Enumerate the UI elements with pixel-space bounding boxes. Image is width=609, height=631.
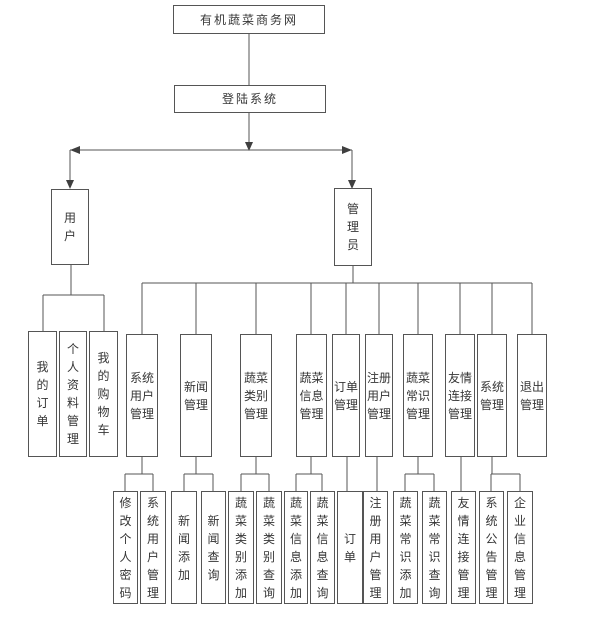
connector-news-leaves — [183, 457, 214, 491]
node-veg-info-query: 蔬菜信息查询 — [310, 491, 335, 604]
node-site-title: 有机蔬菜商务网 — [173, 5, 325, 34]
node-friend-links-mgmt: 友情连接管理 — [445, 334, 475, 457]
order-mgmt-label: 订单管理 — [333, 379, 358, 412]
veg-info-query-label: 蔬菜信息查询 — [316, 495, 329, 600]
node-veg-info-add: 蔬菜信息添加 — [284, 491, 308, 604]
connector-admin-drops — [141, 283, 533, 335]
system-announcement-mgmt-label: 系统公告管理 — [485, 495, 498, 600]
node-veg-info-mgmt: 蔬菜信息管理 — [296, 334, 327, 457]
registered-user-mgmt-label: 注册用户管理 — [366, 370, 391, 421]
change-password-label: 修改个人密码 — [119, 495, 132, 600]
arrowhead-down-admin-icon — [348, 180, 356, 189]
node-news-query: 新闻查询 — [201, 491, 226, 604]
arrowhead-right-icon — [342, 146, 352, 154]
node-registered-user-mgmt-leaf: 注册用户管理 — [363, 491, 388, 604]
admin-role-label: 管理员 — [346, 202, 359, 252]
node-veg-category-mgmt: 蔬菜类别管理 — [240, 334, 272, 457]
system-user-mgmt-leaf-label: 系统用户管理 — [146, 495, 159, 600]
news-mgmt-label: 新闻管理 — [183, 379, 208, 412]
node-profile-management: 个人资料管理 — [59, 331, 87, 457]
user-role-label: 用户 — [63, 211, 76, 243]
node-system-announcement-mgmt: 系统公告管理 — [479, 491, 504, 604]
my-cart-label: 我的购物车 — [97, 351, 110, 437]
system-user-mgmt-label: 系统用户管理 — [129, 370, 154, 421]
veg-category-query-label: 蔬菜类别查询 — [262, 495, 275, 600]
node-logout-mgmt: 退出管理 — [517, 334, 547, 457]
node-admin-role: 管理员 — [334, 188, 372, 266]
node-my-cart: 我的购物车 — [89, 331, 118, 457]
node-system-user-mgmt-leaf: 系统用户管理 — [140, 491, 166, 604]
node-news-add: 新闻添加 — [171, 491, 197, 604]
connector-vegknow-leaves — [404, 457, 435, 491]
node-system-user-mgmt: 系统用户管理 — [126, 334, 158, 457]
veg-knowledge-add-label: 蔬菜常识 添加 — [399, 495, 412, 600]
node-my-orders: 我的订单 — [28, 331, 57, 457]
node-veg-category-add: 蔬菜类别添加 — [228, 491, 254, 604]
veg-knowledge-mgmt-label: 蔬菜常识管理 — [405, 370, 430, 421]
connector-sysuser-leaves — [124, 457, 154, 491]
node-company-info-mgmt: 企业信息管理 — [507, 491, 533, 604]
arrowhead-left-icon — [70, 146, 80, 154]
arrowhead-down-center-icon — [245, 142, 253, 151]
node-registered-user-mgmt: 注册用户管理 — [365, 334, 393, 457]
connector-veginfo-leaves — [295, 457, 323, 491]
news-query-label: 新闻查询 — [207, 513, 220, 582]
node-change-password: 修改个人密码 — [113, 491, 138, 604]
my-orders-label: 我的订单 — [36, 360, 49, 428]
order-leaf-label: 订单 — [343, 531, 356, 564]
site-title-label: 有机蔬菜商务网 — [199, 12, 298, 27]
node-login-system: 登陆系统 — [174, 85, 326, 113]
connector-vegcat-leaves — [240, 457, 270, 491]
veg-category-add-label: 蔬菜类别添加 — [234, 495, 247, 600]
veg-info-mgmt-label: 蔬菜信息管理 — [299, 370, 324, 421]
node-order-mgmt: 订单管理 — [332, 334, 360, 457]
friend-links-mgmt-label: 友情连接管理 — [447, 370, 472, 421]
registered-user-mgmt-leaf-label: 注册用户管理 — [369, 495, 382, 600]
arrowhead-down-user-icon — [66, 180, 74, 189]
profile-management-label: 个人资料管理 — [66, 342, 79, 446]
news-add-label: 新闻添加 — [177, 513, 190, 582]
node-friend-links-leaf: 友情连接管理 — [451, 491, 476, 604]
veg-category-mgmt-label: 蔬菜类别管理 — [243, 370, 268, 421]
veg-knowledge-query-label: 蔬菜常识 查询 — [428, 495, 441, 600]
node-veg-knowledge-query: 蔬菜常识 查询 — [422, 491, 447, 604]
logout-mgmt-label: 退出管理 — [519, 379, 544, 412]
node-veg-knowledge-add: 蔬菜常识 添加 — [393, 491, 418, 604]
friend-links-leaf-label: 友情连接管理 — [457, 495, 470, 600]
node-veg-knowledge-mgmt: 蔬菜常识管理 — [403, 334, 433, 457]
node-user-role: 用户 — [51, 189, 89, 265]
node-system-mgmt: 系统管理 — [477, 334, 507, 457]
login-system-label: 登陆系统 — [221, 92, 278, 106]
connector-admin-bus — [142, 266, 532, 284]
node-veg-category-query: 蔬菜类别查询 — [256, 491, 282, 604]
veg-info-add-label: 蔬菜信息添加 — [289, 495, 302, 600]
node-order-leaf: 订单 — [337, 491, 363, 604]
system-mgmt-label: 系统管理 — [479, 379, 504, 412]
company-info-mgmt-label: 企业信息管理 — [513, 495, 526, 600]
node-news-mgmt: 新闻管理 — [180, 334, 212, 457]
connector-system-leaves — [490, 457, 521, 491]
connector-user-branch — [42, 265, 105, 332]
